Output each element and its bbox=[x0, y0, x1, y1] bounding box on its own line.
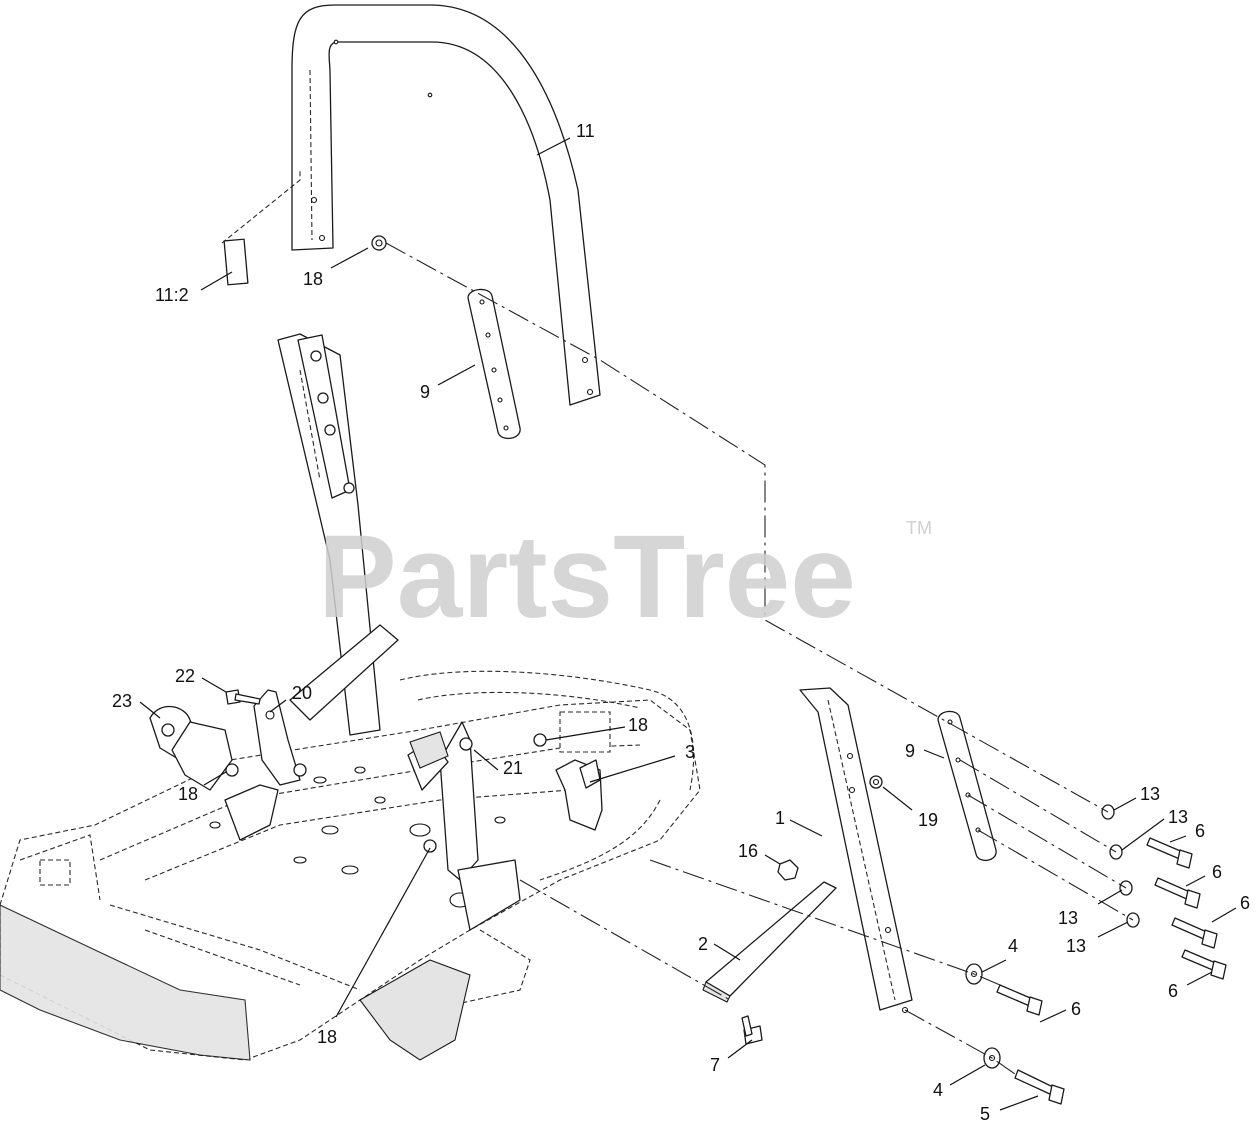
callout-7: 7 bbox=[710, 1055, 720, 1075]
lower-rops-upright bbox=[277, 333, 399, 736]
part-1-upright bbox=[799, 687, 913, 1014]
leader-lines bbox=[139, 137, 1237, 1111]
part-11-rops-hoop bbox=[291, 4, 601, 406]
part-11-2-decal bbox=[221, 170, 301, 286]
callout-13-c: 13 bbox=[1058, 908, 1078, 928]
part-16-nut bbox=[777, 859, 799, 881]
callout-18-mid: 18 bbox=[628, 715, 648, 735]
part-19-nut bbox=[869, 775, 883, 789]
part-9-plate-left bbox=[467, 288, 521, 439]
callout-13-b: 13 bbox=[1168, 807, 1188, 827]
callout-labels: 11 11:2 18 9 22 20 23 18 18 3 21 1 9 19 … bbox=[112, 121, 1250, 1124]
callout-13-a: 13 bbox=[1140, 784, 1160, 804]
callout-9-right: 9 bbox=[905, 741, 915, 761]
part-18-nut-top bbox=[371, 235, 387, 251]
callout-20: 20 bbox=[292, 683, 312, 703]
callout-13-d: 13 bbox=[1066, 936, 1086, 956]
callout-5: 5 bbox=[980, 1104, 990, 1124]
part-2-brace bbox=[702, 881, 837, 1003]
callout-3: 3 bbox=[685, 742, 695, 762]
callout-4-a: 4 bbox=[1008, 936, 1018, 956]
part-18-nut-left bbox=[225, 763, 239, 777]
callout-21: 21 bbox=[503, 758, 523, 778]
part-6-bolts bbox=[996, 837, 1227, 1016]
callout-1: 1 bbox=[775, 808, 785, 828]
part-4-washers bbox=[965, 963, 1001, 1069]
part-23-seatbelt bbox=[149, 705, 233, 791]
callout-6-b: 6 bbox=[1212, 862, 1222, 882]
callout-11-2: 11:2 bbox=[155, 285, 189, 305]
mower-frame bbox=[0, 670, 701, 1061]
callout-19: 19 bbox=[918, 810, 938, 830]
watermark-text: PartsTree bbox=[318, 511, 856, 643]
callout-18-left: 18 bbox=[178, 784, 198, 804]
callout-4-b: 4 bbox=[933, 1080, 943, 1100]
part-22-bolt bbox=[225, 689, 261, 705]
part-9-plate-right bbox=[937, 710, 997, 861]
callout-9-left: 9 bbox=[420, 382, 430, 402]
part-13-washers bbox=[1101, 804, 1140, 928]
callout-16: 16 bbox=[738, 841, 758, 861]
part-20-bracket bbox=[224, 689, 307, 841]
callout-23: 23 bbox=[112, 691, 132, 711]
callout-2: 2 bbox=[698, 934, 708, 954]
callout-6-c: 6 bbox=[1240, 893, 1250, 913]
callout-22: 22 bbox=[175, 666, 195, 686]
callout-6-a: 6 bbox=[1195, 821, 1205, 841]
assembly-centerlines bbox=[385, 242, 1134, 1075]
callout-6-d: 6 bbox=[1168, 981, 1178, 1001]
callout-11: 11 bbox=[576, 121, 595, 141]
watermark-trademark: TM bbox=[906, 518, 932, 538]
watermark: PartsTree TM bbox=[318, 511, 932, 643]
callout-6-e: 6 bbox=[1071, 999, 1081, 1019]
callout-18-top: 18 bbox=[303, 269, 323, 289]
callout-18-bottom: 18 bbox=[317, 1027, 337, 1047]
part-7-bolt bbox=[741, 1015, 763, 1045]
part-18-nut-mid bbox=[533, 733, 547, 747]
part-5-bolt bbox=[1014, 1069, 1065, 1105]
part-21-seatbelt-buckle bbox=[409, 731, 449, 769]
